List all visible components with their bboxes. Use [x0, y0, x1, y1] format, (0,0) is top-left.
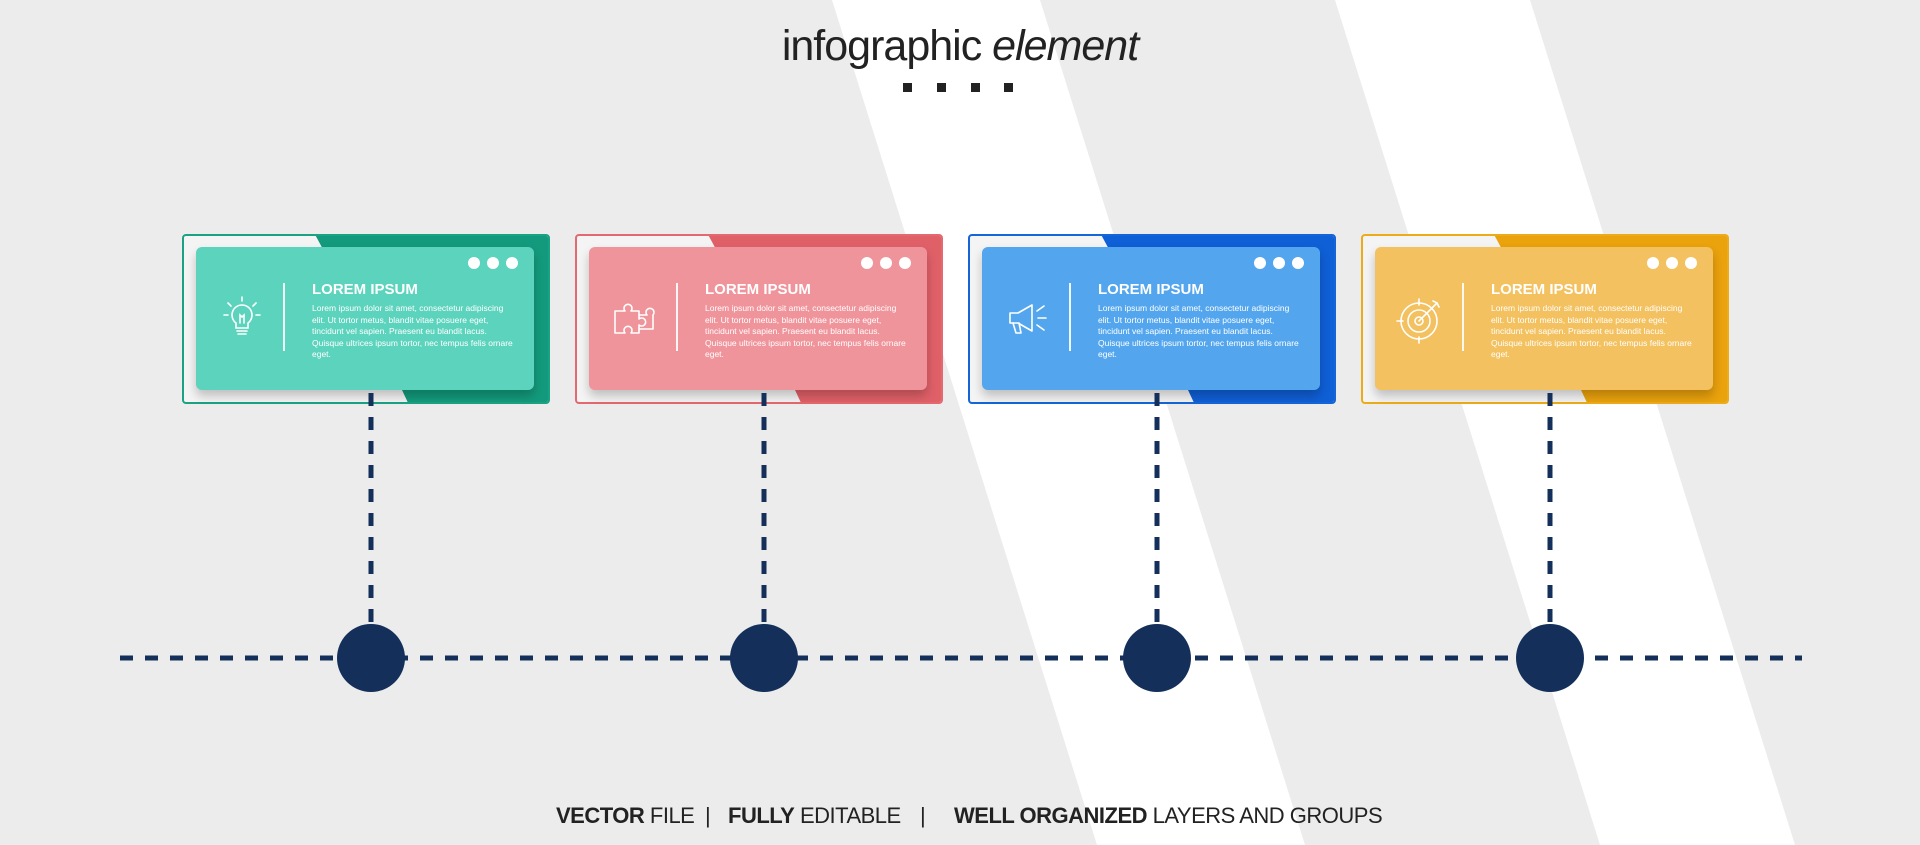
card-title: LOREM IPSUM [1491, 281, 1597, 298]
lightbulb-icon [223, 296, 261, 335]
card-body: Lorem ipsum dolor sit amet, consectetur … [312, 303, 513, 359]
card-divider [283, 283, 285, 351]
step-card-2: LOREM IPSUM Lorem ipsum dolor sit amet, … [575, 234, 943, 404]
timeline-node-4 [1516, 624, 1584, 692]
card-front: LOREM IPSUM Lorem ipsum dolor sit amet, … [1375, 247, 1713, 390]
puzzle-icon [614, 303, 655, 334]
footer-separator: | [920, 803, 926, 828]
dots-icon [1247, 256, 1304, 274]
footer-separator: | [705, 803, 711, 828]
card-title: LOREM IPSUM [1098, 281, 1204, 298]
timeline-node-2 [730, 624, 798, 692]
dots-icon [1640, 256, 1697, 274]
card-divider [1462, 283, 1464, 351]
title-dots [903, 83, 1015, 93]
card-title: LOREM IPSUM [312, 281, 418, 298]
timeline-node-1 [337, 624, 405, 692]
card-title: LOREM IPSUM [705, 281, 811, 298]
footer-well-organized: WELL ORGANIZED LAYERS AND GROUPS [954, 803, 1383, 828]
dots-icon [461, 256, 518, 274]
title-main: infographic [781, 22, 982, 70]
target-icon [1396, 298, 1440, 344]
megaphone-icon [1009, 304, 1047, 334]
card-body: Lorem ipsum dolor sit amet, consectetur … [705, 303, 906, 359]
footer-fully-editable: FULLY EDITABLE [728, 803, 901, 828]
page-title: infographic element [0, 22, 1920, 71]
card-divider [1069, 283, 1071, 351]
timeline-node-3 [1123, 624, 1191, 692]
title-italic: element [992, 22, 1139, 70]
card-divider [676, 283, 678, 351]
step-card-1: LOREM IPSUM Lorem ipsum dolor sit amet, … [182, 234, 550, 404]
footer-vector-file: VECTOR FILE [556, 803, 695, 828]
card-front: LOREM IPSUM Lorem ipsum dolor sit amet, … [196, 247, 534, 390]
card-front: LOREM IPSUM Lorem ipsum dolor sit amet, … [982, 247, 1320, 390]
step-card-4: LOREM IPSUM Lorem ipsum dolor sit amet, … [1361, 234, 1729, 404]
dots-icon [854, 256, 911, 274]
footer: VECTOR FILE | FULLY EDITABLE | WELL ORGA… [0, 803, 1920, 833]
step-card-3: LOREM IPSUM Lorem ipsum dolor sit amet, … [968, 234, 1336, 404]
card-front: LOREM IPSUM Lorem ipsum dolor sit amet, … [589, 247, 927, 390]
card-body: Lorem ipsum dolor sit amet, consectetur … [1098, 303, 1299, 359]
card-body: Lorem ipsum dolor sit amet, consectetur … [1491, 303, 1692, 359]
